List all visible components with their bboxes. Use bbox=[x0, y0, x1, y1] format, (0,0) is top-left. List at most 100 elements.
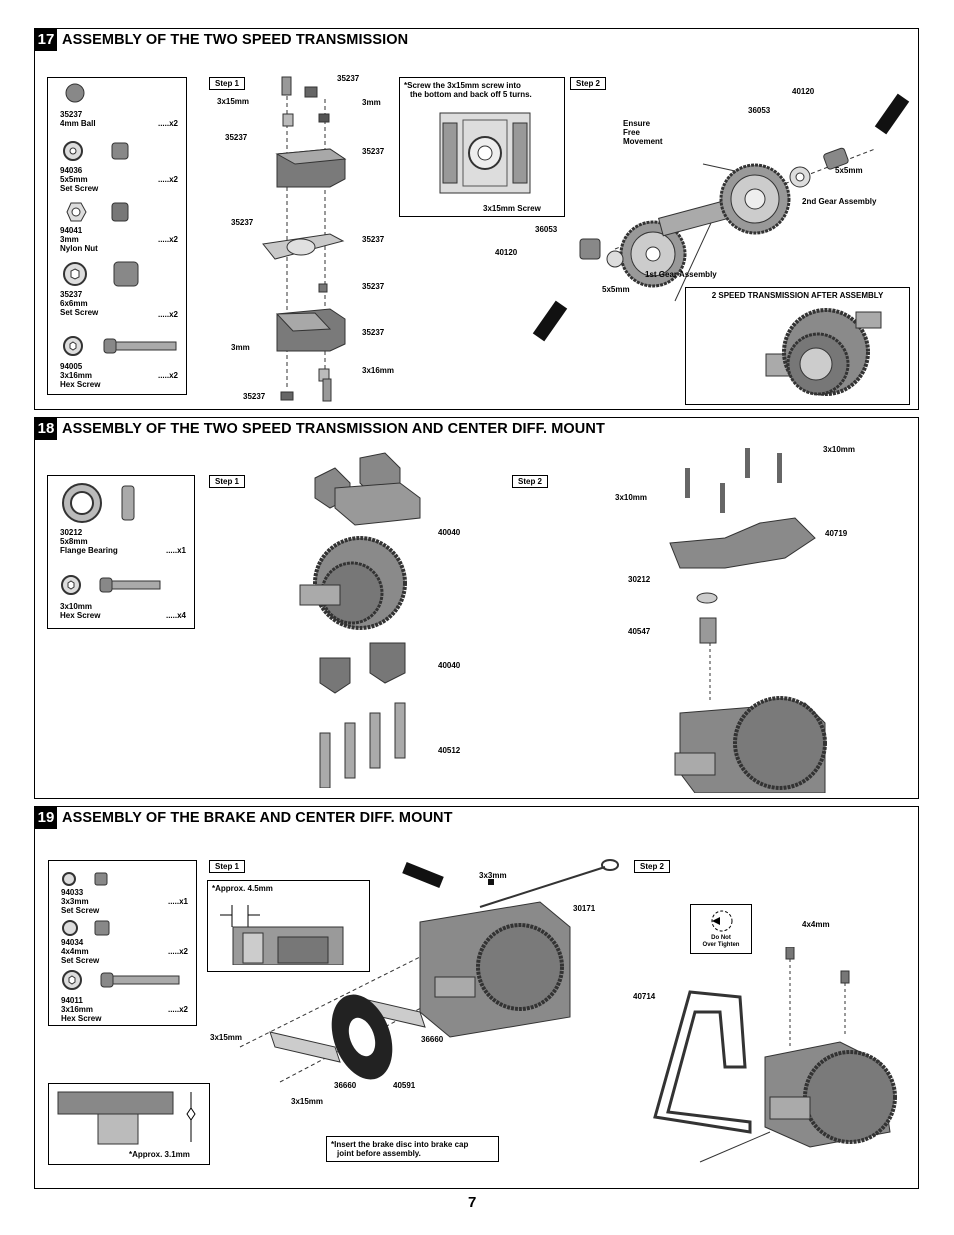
callout-label: 3mm bbox=[362, 98, 381, 107]
section-17-header: 17 ASSEMBLY OF THE TWO SPEED TRANSMISSIO… bbox=[35, 29, 408, 51]
section-title: ASSEMBLY OF THE TWO SPEED TRANSMISSION bbox=[62, 32, 409, 48]
section-19-header: 19 ASSEMBLY OF THE BRAKE AND CENTER DIFF… bbox=[35, 807, 453, 829]
part-qty: .....x4 bbox=[165, 611, 186, 620]
part-desc: Set Screw bbox=[61, 956, 100, 965]
callout-label: 40040 bbox=[438, 528, 461, 537]
part-qty: .....x2 bbox=[167, 947, 188, 956]
callout-label: 3x15mm bbox=[217, 97, 250, 106]
callout-label: 35237 bbox=[362, 147, 385, 156]
step1-exploded-view bbox=[262, 76, 347, 402]
set-screw-icon bbox=[63, 141, 129, 161]
callout-label: 36053 bbox=[748, 106, 771, 115]
note-text: *Screw the 3x15mm screw into bbox=[404, 81, 521, 90]
step1-brake-assembly bbox=[239, 859, 619, 1083]
set-screw-icon bbox=[63, 261, 139, 287]
part-desc: Flange Bearing bbox=[60, 546, 118, 555]
part-code: 94005 bbox=[60, 362, 83, 371]
callout-label: 40512 bbox=[438, 746, 461, 755]
section-number: 17 bbox=[35, 29, 57, 51]
gap-detail-image bbox=[57, 1091, 196, 1145]
note-screw-label: 3x15mm Screw bbox=[483, 204, 541, 213]
do-not-overtighten-box: Do Not Over Tighten bbox=[690, 904, 752, 954]
part-qty: .....x2 bbox=[157, 310, 178, 319]
callout-label: 3x16mm bbox=[362, 366, 395, 375]
callout-label: 36660 bbox=[421, 1035, 444, 1044]
callout-label: 35237 bbox=[362, 235, 385, 244]
part-desc: 3x16mm bbox=[60, 371, 93, 380]
part-code: 94011 bbox=[61, 996, 83, 1005]
part-qty: .....x1 bbox=[167, 897, 188, 906]
part-desc: Set Screw bbox=[60, 184, 99, 193]
part-qty: .....x2 bbox=[157, 119, 178, 128]
part-code: 94034 bbox=[61, 938, 84, 947]
parts-list: 94033 3x3mm .....x1 Set Screw 94034 4x4m… bbox=[48, 860, 197, 1026]
step2-exploded-view bbox=[579, 147, 876, 302]
part-desc: 5x5mm bbox=[60, 175, 88, 184]
callout-label: 30171 bbox=[573, 904, 596, 913]
step-1-label: Step 1 bbox=[209, 860, 246, 873]
callout-label: 3x3mm bbox=[479, 871, 507, 880]
callout-label: 5x5mm bbox=[835, 166, 863, 175]
part-qty: .....x2 bbox=[157, 175, 178, 184]
part-desc: 3mm bbox=[60, 235, 79, 244]
donot-label: Over Tighten bbox=[702, 942, 740, 948]
after-assembly-box: 2 SPEED TRANSMISSION AFTER ASSEMBLY bbox=[685, 287, 910, 405]
brake-disc-note: *Insert the brake disc into brake cap jo… bbox=[326, 1136, 499, 1162]
part-qty: .....x2 bbox=[157, 371, 178, 380]
part-desc: Hex Screw bbox=[60, 611, 101, 620]
callout-label: 1st Gear Assembly bbox=[645, 270, 717, 279]
callout-label: 40120 bbox=[495, 248, 518, 257]
nylon-nut-icon bbox=[66, 202, 129, 222]
callout-label: 35237 bbox=[362, 282, 385, 291]
callout-label: 3x10mm bbox=[615, 493, 648, 502]
donot-label: Do Not bbox=[711, 935, 731, 941]
part-desc: Nylon Nut bbox=[60, 244, 98, 253]
callout-label: 4x4mm bbox=[802, 920, 830, 929]
part-desc: Set Screw bbox=[61, 906, 100, 915]
callout-label: 2nd Gear Assembly bbox=[802, 197, 877, 206]
callout-label: 30212 bbox=[628, 575, 651, 584]
callout-label: 3x15mm bbox=[210, 1033, 243, 1042]
step-2-label: Step 2 bbox=[512, 475, 549, 488]
part-desc: 3x3mm bbox=[61, 897, 89, 906]
part-qty: .....x1 bbox=[165, 546, 186, 555]
note-text: *Insert the brake disc into brake cap bbox=[331, 1140, 469, 1149]
callout-label: 35237 bbox=[362, 328, 385, 337]
callout-label: 35237 bbox=[225, 133, 248, 142]
note-text: the bottom and back off 5 turns. bbox=[410, 90, 532, 99]
screw-note-box: *Screw the 3x15mm screw into the bottom … bbox=[399, 77, 565, 217]
page-number: 7 bbox=[468, 1194, 477, 1211]
hex-screw-icon bbox=[63, 336, 177, 356]
part-desc: Set Screw bbox=[60, 308, 99, 317]
callout-label: 40547 bbox=[628, 627, 651, 636]
part-desc: Hex Screw bbox=[61, 1014, 102, 1023]
section-number: 18 bbox=[35, 418, 57, 440]
hex-screw-icon bbox=[62, 970, 180, 990]
callout-label: 40591 bbox=[393, 1081, 416, 1090]
callout-label: 35237 bbox=[231, 218, 254, 227]
approx-detail-box: *Approx. 4.5mm bbox=[207, 880, 370, 972]
callout-label: 40719 bbox=[825, 529, 848, 538]
callout-label: 5x5mm bbox=[602, 285, 630, 294]
step-2-label: Step 2 bbox=[634, 860, 671, 873]
callout-label: 40040 bbox=[438, 661, 461, 670]
parts-list: 35237 4mm Ball .....x2 94036 5x5mm .....… bbox=[47, 77, 187, 395]
section-title: ASSEMBLY OF THE BRAKE AND CENTER DIFF. M… bbox=[62, 810, 453, 826]
screw-cement-tube-icon bbox=[532, 300, 568, 342]
section-18-header: 18 ASSEMBLY OF THE TWO SPEED TRANSMISSIO… bbox=[35, 418, 605, 440]
callout-label: 35237 bbox=[337, 74, 360, 83]
part-desc: 3x16mm bbox=[61, 1005, 94, 1014]
callout-label: 40120 bbox=[792, 87, 815, 96]
step-1-label: Step 1 bbox=[209, 475, 246, 488]
step-2-label: Step 2 bbox=[570, 77, 607, 90]
section-17: 17 ASSEMBLY OF THE TWO SPEED TRANSMISSIO… bbox=[34, 28, 919, 410]
part-desc: 4x4mm bbox=[61, 947, 89, 956]
part-desc: 3x10mm bbox=[60, 602, 93, 611]
callout-label: 36053 bbox=[535, 225, 558, 234]
after-assembly-title: 2 SPEED TRANSMISSION AFTER ASSEMBLY bbox=[711, 291, 884, 300]
part-code: 94036 bbox=[60, 166, 83, 175]
diff-housing-detail bbox=[439, 112, 531, 194]
ball-icon bbox=[65, 83, 85, 103]
